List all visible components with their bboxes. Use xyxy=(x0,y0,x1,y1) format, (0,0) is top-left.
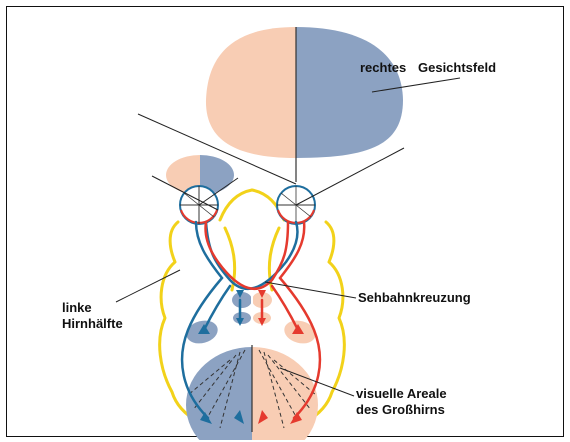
left-hemisphere-label-2: Hirnhälfte xyxy=(62,316,123,331)
visual-cortex xyxy=(186,345,318,442)
visual-areas-label-2: des Großhirns xyxy=(356,402,445,417)
visual-field xyxy=(206,27,403,182)
right-visual-field-label-2: Gesichtsfeld xyxy=(418,60,496,75)
optic-chiasm-label: Sehbahnkreuzung xyxy=(358,290,471,305)
right-visual-field-label-1: rechtes xyxy=(360,60,406,75)
left-visual-field-half xyxy=(206,27,296,158)
left-hemisphere-label-1: linke xyxy=(62,300,92,315)
visual-areas-label-1: visuelle Areale xyxy=(356,386,447,401)
right-visual-field-half xyxy=(296,27,403,158)
